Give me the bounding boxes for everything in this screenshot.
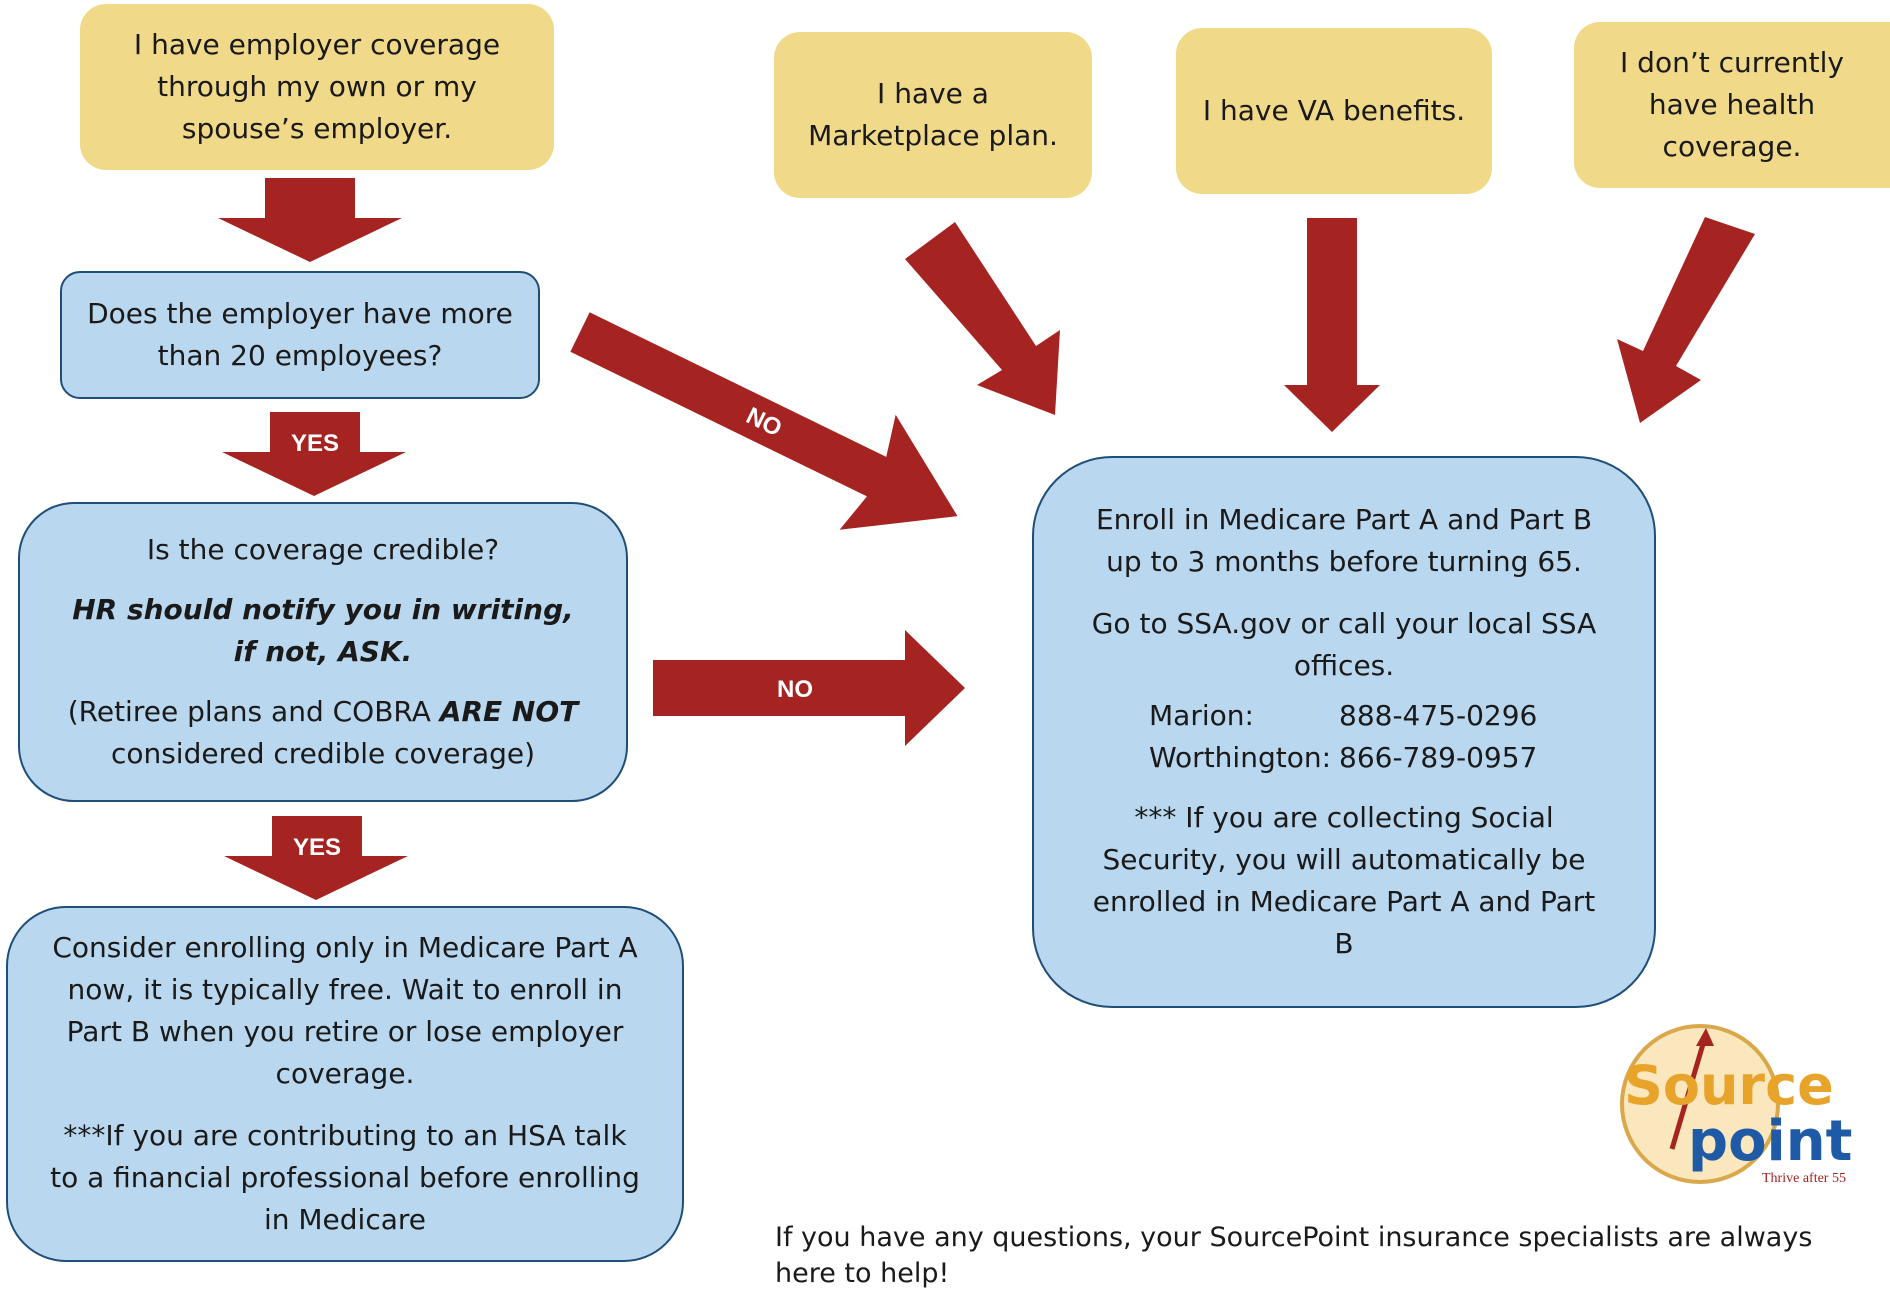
credible-coverage-box: Is the coverage credible? HR should noti…	[18, 502, 628, 802]
office-phone-marion: 888-475-0296	[1339, 699, 1538, 732]
logo-word-source: Source	[1624, 1054, 1834, 1117]
arrow-employer-down	[218, 178, 402, 262]
retiree-note-emphasis: ARE NOT	[439, 695, 579, 728]
sourcepoint-logo: Source point Thrive after 55	[1610, 1024, 1870, 1194]
yes-label-1: YES	[291, 430, 339, 457]
no-coverage-line-1: I don’t currently	[1620, 46, 1844, 79]
logo-ring	[1620, 1024, 1780, 1184]
arrow-no-coverage	[1617, 217, 1755, 423]
employees-q-line-1: Does the employer have more	[87, 297, 513, 330]
employer-line-3: spouse’s employer.	[181, 112, 453, 145]
employer-coverage-box: I have employer coverage through my own …	[80, 4, 554, 170]
no-coverage-box: I don’t currently have health coverage.	[1574, 22, 1890, 188]
employer-line-2: through my own or my	[157, 70, 477, 103]
office-name-marion: Marion:	[1149, 699, 1254, 732]
no-label-2: NO	[777, 676, 813, 703]
hsa-note: ***If you are contributing to an HSA tal…	[50, 1119, 640, 1236]
retiree-note-pre: (Retiree plans and COBRA	[67, 695, 440, 728]
employees-q-line-2: than 20 employees?	[157, 339, 443, 372]
employer-line-1: I have employer coverage	[133, 28, 501, 61]
arrow-no-diagonal	[570, 312, 958, 530]
ssa-instructions: Go to SSA.gov or call your local SSA off…	[1091, 607, 1597, 682]
no-coverage-line-2: have health	[1648, 88, 1816, 121]
marketplace-plan-box: I have a Marketplace plan.	[774, 32, 1092, 198]
retiree-note: (Retiree plans and COBRA ARE NOT conside…	[60, 691, 586, 775]
logo-tagline: Thrive after 55	[1762, 1171, 1846, 1186]
marketplace-line-2: Marketplace plan.	[808, 119, 1058, 152]
logo-needle-icon	[1669, 1033, 1709, 1150]
logo-word-point: point	[1688, 1109, 1852, 1174]
retiree-note-post: considered credible coverage)	[110, 737, 536, 770]
arrow-va	[1284, 218, 1380, 432]
no-coverage-line-3: coverage.	[1662, 130, 1802, 163]
marketplace-line-1: I have a	[877, 77, 989, 110]
employees-question-box: Does the employer have more than 20 empl…	[60, 271, 540, 399]
yes-label-2: YES	[293, 834, 341, 861]
va-line: I have VA benefits.	[1202, 94, 1466, 127]
flow-arrows: YES YES NO NO	[218, 178, 1755, 900]
footer-help-text: If you have any questions, your SourcePo…	[775, 1222, 1813, 1289]
enroll-box: Enroll in Medicare Part A and Part B up …	[1032, 456, 1656, 1008]
social-security-note: *** If you are collecting Social Securit…	[1092, 801, 1596, 960]
credible-question: Is the coverage credible?	[146, 533, 500, 566]
sourcepoint-logo-graphic: Source point Thrive after 55	[1620, 1024, 1852, 1186]
hr-notice: HR should notify you in writing, if not,…	[72, 593, 574, 668]
part-a-advice: Consider enrolling only in Medicare Part…	[52, 931, 638, 1090]
arrow-marketplace	[905, 222, 1060, 415]
office-phone-list: Marion: 888-475-0296 Worthington: 866-78…	[1149, 695, 1539, 779]
arrow-yes-2	[224, 816, 408, 900]
va-benefits-box: I have VA benefits.	[1176, 28, 1492, 194]
office-name-worthington: Worthington:	[1149, 741, 1331, 774]
arrow-no-horizontal	[653, 630, 965, 746]
arrow-yes-1	[222, 412, 406, 496]
enroll-timing: Enroll in Medicare Part A and Part B up …	[1095, 503, 1593, 578]
part-a-box: Consider enrolling only in Medicare Part…	[6, 906, 684, 1262]
office-phone-worthington: 866-789-0957	[1339, 741, 1538, 774]
logo-needle-tip-icon	[1696, 1028, 1714, 1046]
